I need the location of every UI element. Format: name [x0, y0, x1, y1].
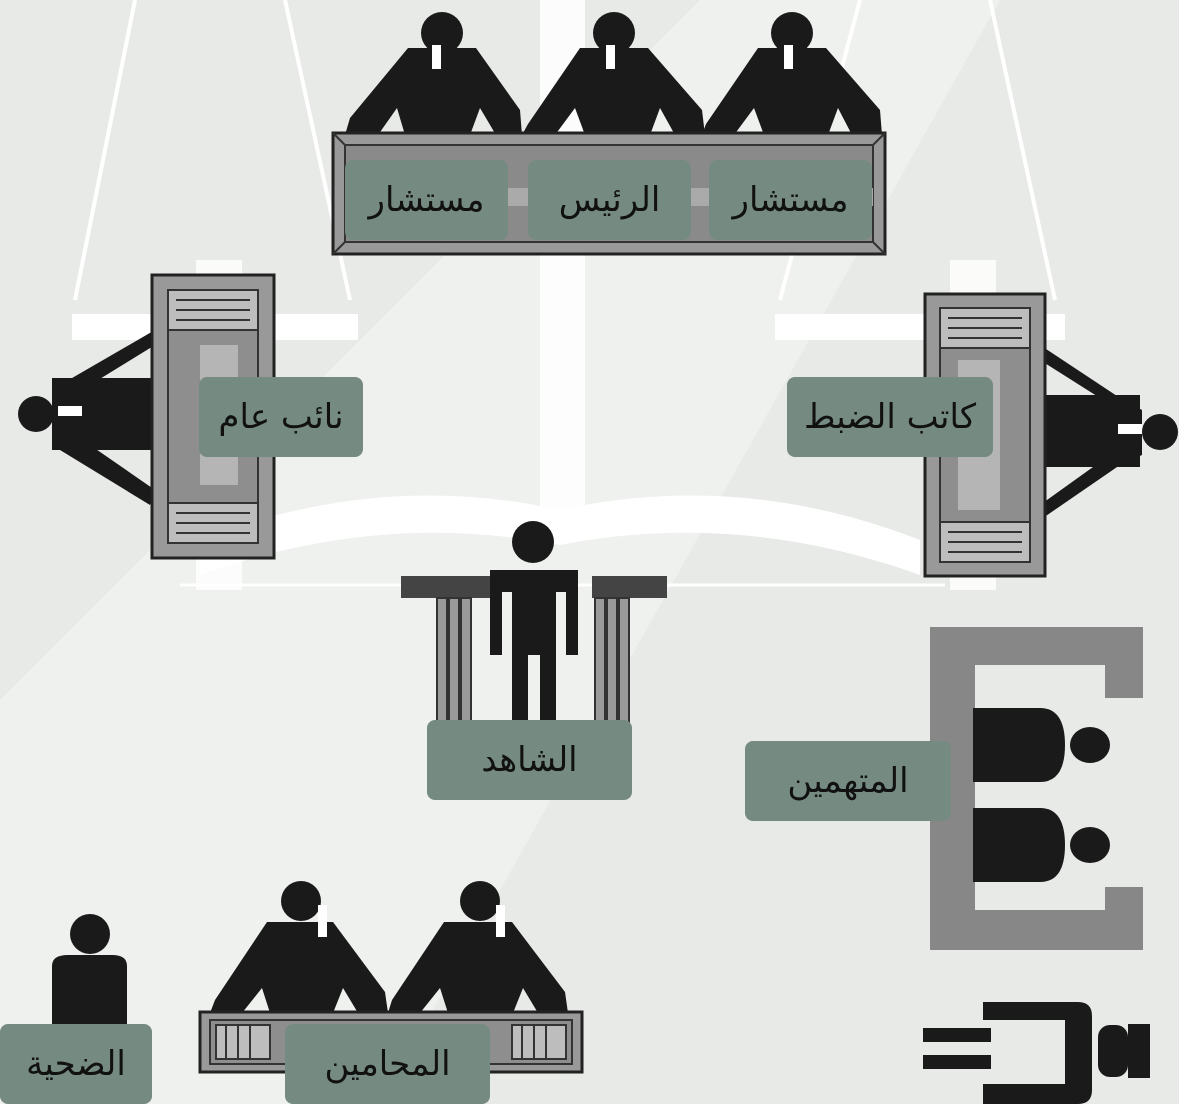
judge-figure-center: [522, 12, 705, 135]
label-judge-left: مستشار: [345, 160, 508, 240]
prosecutor-figure: [18, 330, 155, 505]
judge-figure-left: [345, 12, 522, 135]
judge-figure-right: [702, 12, 882, 135]
label-witness: الشاهد: [427, 720, 632, 800]
standing-figure-topdown: [923, 1002, 1150, 1104]
label-prosecutor: نائب عام: [199, 377, 363, 457]
label-defendants: المتهمين: [745, 741, 951, 821]
lawyer-figures: [210, 881, 568, 1013]
defendants-dock: [930, 627, 1143, 950]
label-clerk: كاتب الضبط: [787, 377, 993, 457]
lawyer-figure-left: [210, 881, 388, 1013]
label-judge-right: مستشار: [709, 160, 872, 240]
lawyer-figure-right: [388, 881, 568, 1013]
defendant-figures: [973, 708, 1110, 882]
victim-figure: [52, 914, 127, 1030]
label-lawyers: المحامين: [285, 1024, 490, 1104]
label-judge-president: الرئيس: [528, 160, 691, 240]
clerk-figure: [1040, 345, 1178, 520]
label-victim: الضحية: [0, 1024, 152, 1104]
witness-figure: [490, 521, 578, 720]
judge-figures: [345, 12, 882, 135]
